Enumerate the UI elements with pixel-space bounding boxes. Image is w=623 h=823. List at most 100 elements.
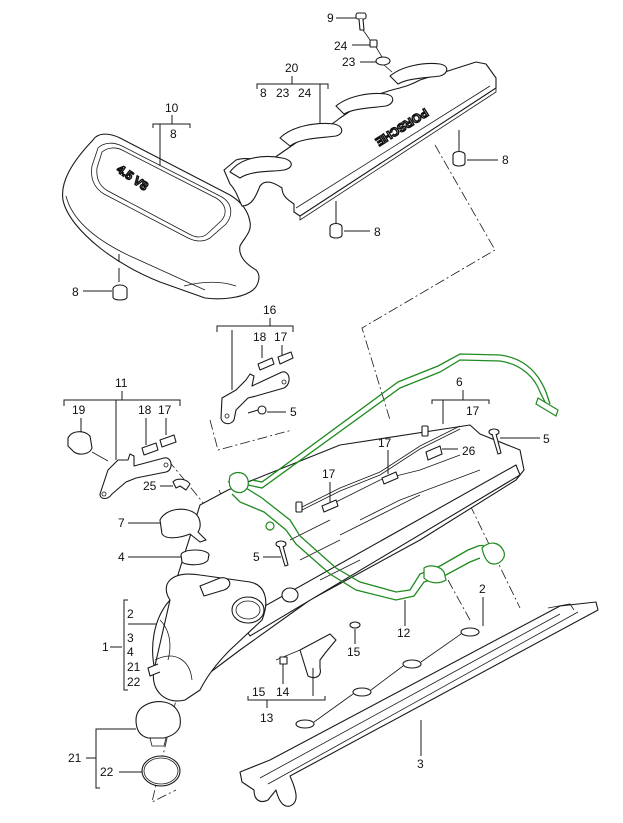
bracket-13[interactable] <box>275 633 337 679</box>
callout-label: 15 <box>252 685 266 699</box>
clip-17-bracket11[interactable] <box>159 434 177 448</box>
grommet-8-right[interactable] <box>452 130 466 167</box>
callout-7: 7 <box>118 516 160 530</box>
o-ring-22[interactable] <box>141 755 181 787</box>
callout-12: 12 <box>397 600 411 640</box>
callout-label: 18 <box>253 330 267 344</box>
spark-plug-seals-2[interactable] <box>295 627 480 729</box>
callout-8-manifold-bottom: 8 <box>344 225 381 239</box>
nut-14[interactable] <box>279 656 288 665</box>
callout-label: 7 <box>118 516 125 530</box>
callout-label: 4 <box>118 550 125 564</box>
callout-label: 23 <box>342 55 356 69</box>
oil-filler-cap-21[interactable] <box>135 701 181 747</box>
callout-label: 5 <box>290 405 297 419</box>
callout-label: 12 <box>397 626 411 640</box>
clamp-25[interactable] <box>172 478 191 491</box>
callout-label: 2 <box>479 582 486 596</box>
callout-label: 17 <box>158 403 172 417</box>
callout-label: 21 <box>68 751 82 765</box>
oil-filler-housing[interactable] <box>147 573 299 702</box>
callout-5-right: 5 <box>500 432 550 446</box>
callout-label: 17 <box>378 436 392 450</box>
callout-label: 16 <box>263 303 277 317</box>
callout-label: 26 <box>462 444 476 458</box>
callout-21: 21 <box>68 728 136 789</box>
callout-label: 3 <box>127 631 134 645</box>
bolt-5-right[interactable] <box>488 428 502 455</box>
callout-label: 13 <box>260 711 274 725</box>
callout-label: 22 <box>127 675 141 689</box>
harness-6[interactable] <box>295 425 461 513</box>
callout-label: 14 <box>276 685 290 699</box>
grommet-8[interactable] <box>112 254 128 301</box>
clip-17-mid-b[interactable] <box>321 499 339 513</box>
callout-label: 11 <box>115 376 128 390</box>
cap-7[interactable] <box>159 508 207 543</box>
bracket-11[interactable] <box>91 451 172 500</box>
callout-20: 20 8 23 24 <box>256 61 329 124</box>
engine-cover-part-10[interactable]: 4.5 V8 <box>61 133 260 300</box>
callout-label: 8 <box>374 225 381 239</box>
callout-label: 8 <box>170 127 177 141</box>
clip-17-mid-a[interactable] <box>381 471 399 485</box>
callout-label: 25 <box>143 479 157 493</box>
callout-16: 16 18 17 <box>216 303 294 390</box>
callout-8-cover: 8 <box>72 285 112 299</box>
callout-11: 11 19 18 17 <box>63 376 181 460</box>
callout-label: 4 <box>127 645 134 659</box>
callout-10: 10 8 <box>152 101 191 166</box>
callout-24-top: 24 <box>334 39 370 53</box>
grommet-23[interactable] <box>375 56 391 66</box>
bracket-16[interactable] <box>220 371 290 425</box>
washer-15-right[interactable] <box>349 621 361 629</box>
callout-label: 20 <box>285 61 299 75</box>
callout-label: 10 <box>165 101 179 115</box>
callout-label: 18 <box>138 403 152 417</box>
seal-4[interactable] <box>180 549 210 566</box>
callout-5-bracket16: 5 <box>267 405 297 419</box>
callout-25: 25 <box>143 479 173 493</box>
gasket-3[interactable] <box>239 601 599 807</box>
washer-24[interactable] <box>369 39 378 48</box>
callout-label: 9 <box>327 11 334 25</box>
callout-label: 8 <box>502 153 509 167</box>
callout-label: 24 <box>298 86 312 100</box>
clip-18-bracket11[interactable] <box>141 442 159 456</box>
callout-9: 9 <box>327 11 356 25</box>
callout-label: 17 <box>274 330 288 344</box>
callout-label: 5 <box>253 550 260 564</box>
bolt-5-bracket16[interactable] <box>247 405 267 415</box>
bolt-9[interactable] <box>355 12 367 31</box>
breather-hose-lower[interactable] <box>227 471 505 601</box>
clip-26[interactable] <box>425 445 443 461</box>
callout-15-right: 15 <box>347 629 361 659</box>
callout-label: 5 <box>543 432 550 446</box>
callout-8-manifold-right: 8 <box>467 153 509 167</box>
breather-hose-upper[interactable] <box>247 353 559 489</box>
callout-3: 3 <box>417 720 424 771</box>
callout-26: 26 <box>442 444 476 458</box>
callout-label: 19 <box>72 403 86 417</box>
manifold-cover-part-20[interactable]: PORSCHE <box>223 61 497 221</box>
callout-label: 8 <box>72 285 79 299</box>
callout-label: 17 <box>466 404 480 418</box>
callout-4: 4 <box>118 550 181 564</box>
grommet-8-bottom[interactable] <box>329 201 343 239</box>
callout-label: 21 <box>127 660 141 674</box>
clip-18-bracket16[interactable] <box>257 357 275 371</box>
callout-17-mid-b: 17 <box>322 467 336 502</box>
callout-2: 2 <box>479 582 486 626</box>
callout-label: 8 <box>260 86 267 100</box>
callout-1: 1 2 3 4 21 22 <box>102 599 156 691</box>
callout-label: 6 <box>456 375 463 389</box>
plug-19[interactable] <box>67 431 93 455</box>
callout-label: 17 <box>322 467 336 481</box>
clip-17-bracket16[interactable] <box>277 351 294 365</box>
bolt-5-head[interactable] <box>275 540 289 567</box>
callout-label: 3 <box>417 757 424 771</box>
callout-17-mid-a: 17 <box>378 436 392 474</box>
callout-label: 2 <box>127 607 134 621</box>
callout-13: 15 14 13 <box>247 664 326 725</box>
callout-5-head: 5 <box>253 550 281 564</box>
